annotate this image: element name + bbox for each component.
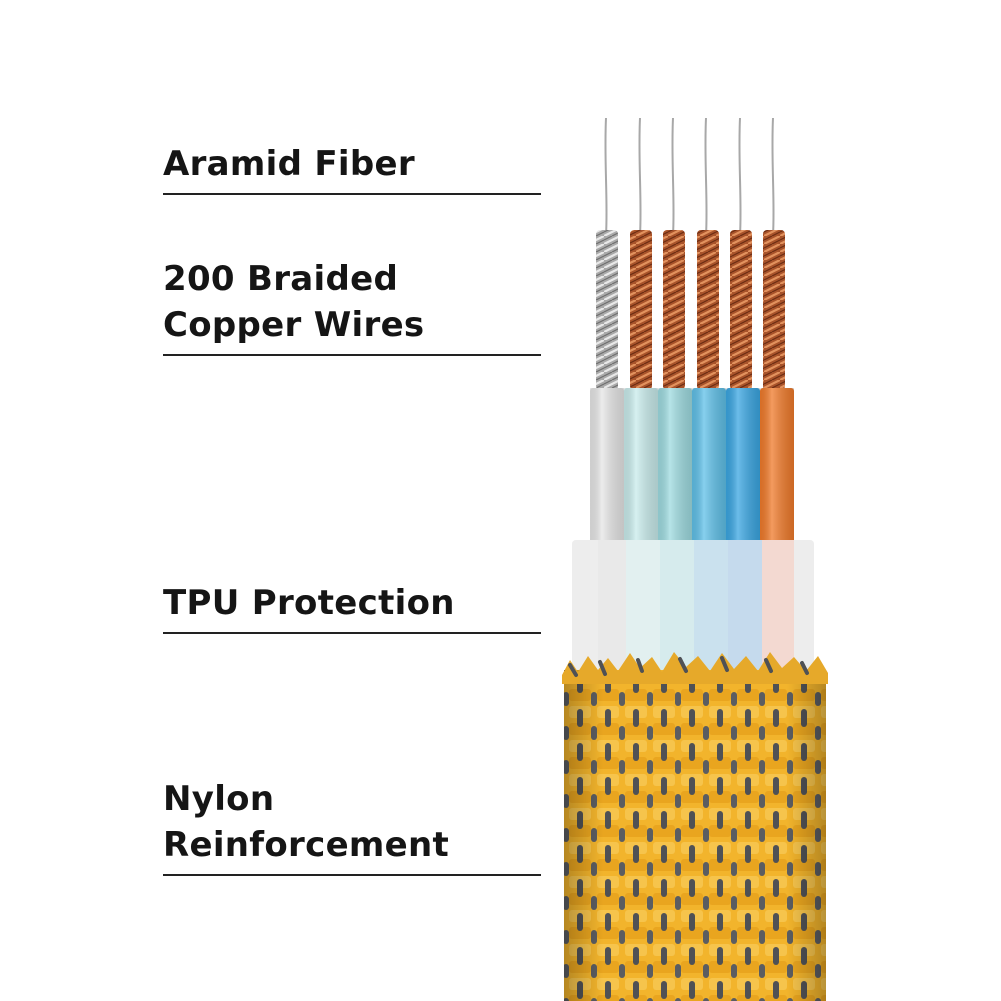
leader-line-aramid: [163, 193, 541, 195]
cable-cross-section-illustration: [562, 117, 828, 1001]
label-nylon-reinforcement-line1: Nylon: [163, 779, 275, 819]
braided-copper-conductors: [596, 230, 785, 390]
label-aramid-fiber: Aramid Fiber: [163, 141, 541, 195]
leader-line-tpu: [163, 632, 541, 634]
label-nylon-reinforcement-line2: Reinforcement: [163, 825, 450, 865]
label-copper-wires: 200 Braided Copper Wires: [163, 256, 541, 356]
label-copper-wires-line2: Copper Wires: [163, 305, 425, 345]
leader-line-copper: [163, 354, 541, 356]
label-nylon-reinforcement: Nylon Reinforcement: [163, 776, 541, 876]
tpu-protection-jacket: [572, 540, 814, 670]
leader-line-nylon: [163, 874, 541, 876]
nylon-reinforcement-braid: [562, 652, 828, 1001]
label-tpu-protection: TPU Protection: [163, 580, 541, 634]
label-tpu-protection-text: TPU Protection: [163, 583, 455, 623]
aramid-fiber-strands: [604, 117, 775, 236]
label-aramid-fiber-text: Aramid Fiber: [163, 144, 415, 184]
insulated-wires: [590, 388, 794, 548]
label-copper-wires-line1: 200 Braided: [163, 259, 399, 299]
